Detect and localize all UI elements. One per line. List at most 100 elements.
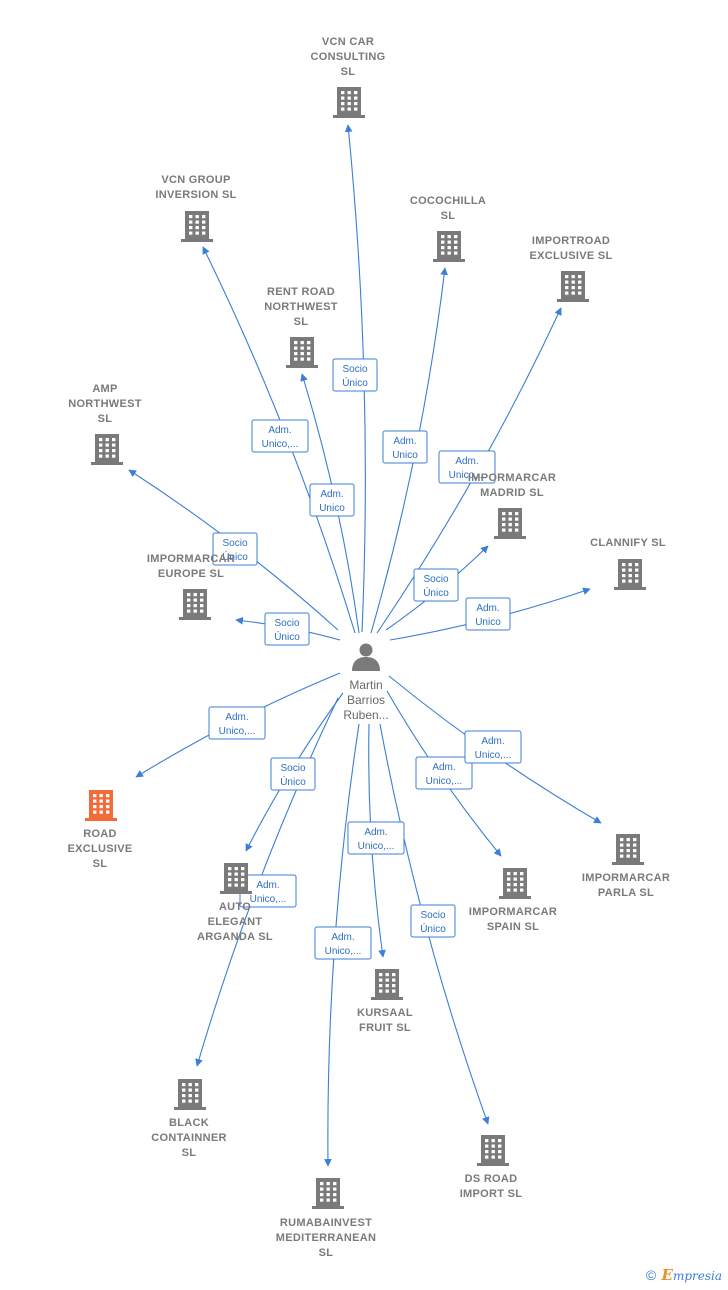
- company-node-auto-elegant-arganda[interactable]: AUTO ELEGANT ARGANDA SL: [197, 863, 273, 943]
- company-name-line: SL: [294, 316, 309, 328]
- company-name-line: IMPORMARCAR: [469, 906, 557, 918]
- company-name-line: IMPORT SL: [460, 1188, 523, 1200]
- building-icon[interactable]: [612, 834, 644, 865]
- role-label-line2: Único: [274, 630, 300, 643]
- role-box-rent-road-northwest[interactable]: Adm.Unico: [309, 483, 355, 517]
- role-label-line1: Adm.: [481, 736, 504, 747]
- company-name-line: BLACK: [169, 1117, 209, 1129]
- building-icon[interactable]: [91, 434, 123, 465]
- role-box-cocochilla[interactable]: Adm.Unico: [382, 430, 428, 464]
- company-name-line: EXCLUSIVE SL: [529, 250, 612, 262]
- role-box-importroad-exclusive[interactable]: Adm.Unico,...: [438, 450, 496, 484]
- company-name-line: IMPORMARCAR: [582, 872, 670, 884]
- building-icon[interactable]: [179, 589, 211, 620]
- role-label-line2: Único: [420, 922, 446, 935]
- role-label-line1: Adm.: [455, 456, 478, 467]
- company-name-line: NORTHWEST: [264, 301, 338, 313]
- company-name-line: ARGANDA SL: [197, 931, 273, 943]
- copyright-symbol: ©: [645, 1267, 657, 1283]
- company-name-line: IMPORMARCAR: [468, 472, 556, 484]
- role-box-clannify[interactable]: Adm.Unico: [465, 597, 511, 631]
- building-icon[interactable]: [614, 559, 646, 590]
- role-label-line1: Adm.: [476, 603, 499, 614]
- person-node[interactable]: MartinBarriosRuben...: [343, 643, 389, 723]
- company-name-line: SL: [98, 413, 113, 425]
- company-name-line: INVERSION SL: [155, 189, 236, 201]
- role-box-rumabainvest-mediterranean[interactable]: Adm.Unico,...: [314, 926, 372, 960]
- role-label-line1: Socio: [342, 364, 367, 375]
- company-name-line: MEDITERRANEAN: [276, 1232, 376, 1244]
- role-box-impormarcar-spain[interactable]: Adm. Unico,...: [415, 756, 473, 790]
- role-label-line2: Único: [280, 775, 306, 788]
- footer-brand[interactable]: © Empresia: [646, 1266, 722, 1284]
- building-icon[interactable]: [557, 271, 589, 302]
- building-icon[interactable]: [220, 863, 252, 894]
- company-name-line: VCN CAR: [322, 36, 374, 48]
- role-label-line1: Socio: [423, 574, 448, 585]
- company-name-line: SL: [319, 1247, 334, 1259]
- building-icon[interactable]: [85, 790, 117, 821]
- company-name-line: MADRID SL: [480, 487, 544, 499]
- company-name-line: ELEGANT: [208, 916, 263, 928]
- role-box-road-exclusive[interactable]: Adm.Unico,...: [208, 706, 266, 740]
- company-name-line: SL: [441, 210, 456, 222]
- role-box-kursaal-fruit[interactable]: Adm.Unico,...: [347, 821, 405, 855]
- role-label-line2: Unico,...: [262, 439, 299, 450]
- building-icon[interactable]: [181, 211, 213, 242]
- role-label-line2: Unico,...: [358, 841, 395, 852]
- company-name-line: COCOCHILLA: [410, 195, 486, 207]
- building-icon[interactable]: [499, 868, 531, 899]
- company-name-line: CONTAINNER: [151, 1132, 227, 1144]
- company-name-line: AMP: [92, 383, 117, 395]
- building-icon[interactable]: [433, 231, 465, 262]
- role-box-vcn-group-inversion[interactable]: Adm.Unico,...: [251, 419, 309, 453]
- building-icon[interactable]: [494, 508, 526, 539]
- company-name-line: AUTO: [219, 901, 251, 913]
- company-node-impormarcar-madrid[interactable]: IMPORMARCAR MADRID SL: [468, 472, 556, 539]
- role-label-line2: Único: [423, 586, 449, 599]
- building-icon[interactable]: [312, 1178, 344, 1209]
- company-node-cocochilla[interactable]: COCOCHILLA SL: [410, 195, 486, 262]
- company-name-line: CLANNIFY SL: [590, 537, 666, 549]
- company-name-line: KURSAAL: [357, 1007, 413, 1019]
- role-label-line1: Socio: [274, 618, 299, 629]
- role-label-line1: Adm.: [432, 762, 455, 773]
- company-name-line: SL: [93, 858, 108, 870]
- building-icon[interactable]: [371, 969, 403, 1000]
- building-icon[interactable]: [333, 87, 365, 118]
- role-label-line2: Unico,...: [250, 894, 287, 905]
- role-label-line1: Socio: [420, 910, 445, 921]
- building-icon[interactable]: [174, 1079, 206, 1110]
- person-name-line: Barrios: [347, 693, 385, 707]
- company-name-line: ROAD: [83, 828, 117, 840]
- role-label-line2: Unico,...: [426, 776, 463, 787]
- person-name-line: Martin: [349, 678, 382, 692]
- building-icon[interactable]: [477, 1135, 509, 1166]
- building-icon[interactable]: [286, 337, 318, 368]
- role-label-line1: Socio: [280, 763, 305, 774]
- role-box-impormarcar-parla[interactable]: Adm.Unico,...: [464, 730, 522, 764]
- role-label-line1: Adm.: [256, 880, 279, 891]
- company-node-clannify[interactable]: CLANNIFY SL: [590, 537, 666, 590]
- role-label-line2: Unico,...: [325, 946, 362, 957]
